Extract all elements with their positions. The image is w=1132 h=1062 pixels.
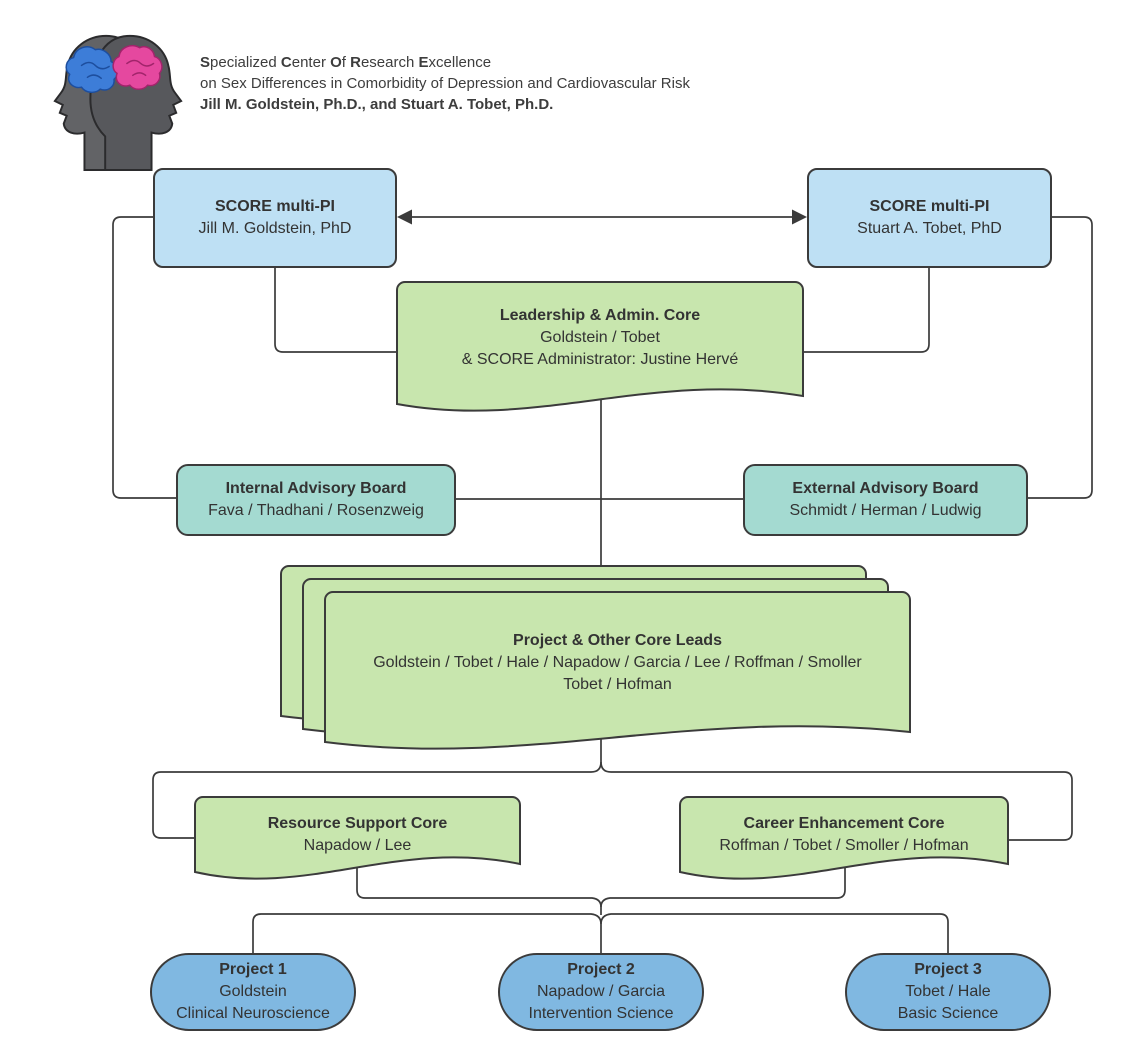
connector-pileft-leadership — [274, 268, 397, 353]
node-title: Project & Other Core Leads — [513, 632, 722, 649]
node-line2: Goldstein / Tobet — [540, 329, 660, 346]
pink-brain-gyri — [126, 59, 155, 77]
node-title: Resource Support Core — [267, 815, 448, 832]
node-line3: Tobet / Hofman — [563, 676, 672, 693]
node-title: Career Enhancement Core — [743, 815, 945, 832]
header-line-2: on Sex Differences in Comorbidity of Dep… — [200, 75, 690, 92]
node-title: SCORE multi-PI — [869, 198, 990, 215]
node-subtitle: Napadow / Lee — [303, 837, 412, 854]
node-project-other-core-leads: Project & Other Core Leads Goldstein / T… — [325, 630, 910, 696]
connector-split-resource — [152, 761, 602, 839]
node-subtitle: Schmidt / Herman / Ludwig — [789, 502, 982, 519]
node-project-1: Project 1 Goldstein Clinical Neuroscienc… — [150, 953, 356, 1031]
node-subtitle: Stuart A. Tobet, PhD — [857, 220, 1002, 237]
node-title: External Advisory Board — [792, 480, 979, 497]
node-line3: Intervention Science — [528, 1005, 674, 1022]
resource-core-shape — [194, 796, 521, 880]
blue-brain-gyri — [80, 61, 110, 80]
pink-brain-icon — [112, 45, 163, 90]
arrowhead-right — [792, 209, 807, 225]
node-career-enhancement-core: Career Enhancement Core Roffman / Tobet … — [680, 813, 1008, 857]
arrowhead-left — [397, 209, 412, 225]
connector-career-merge — [600, 868, 846, 908]
leadership-core-shape — [396, 281, 804, 412]
node-project-2: Project 2 Napadow / Garcia Intervention … — [498, 953, 704, 1031]
node-line3: & SCORE Administrator: Justine Hervé — [461, 351, 739, 368]
node-title: Project 1 — [219, 961, 287, 978]
node-leadership-admin-core: Leadership & Admin. Core Goldstein / Tob… — [397, 305, 803, 371]
connector-pileft-internal-board — [112, 216, 176, 499]
career-core-shape — [679, 796, 1009, 880]
node-line3: Basic Science — [897, 1005, 999, 1022]
connector-row-project1 — [252, 913, 602, 955]
node-resource-support-core: Resource Support Core Napadow / Lee — [195, 813, 520, 857]
node-subtitle: Jill M. Goldstein, PhD — [198, 220, 352, 237]
header-line-1: Specialized Center Of Research Excellenc… — [200, 54, 492, 71]
node-internal-advisory-board: Internal Advisory Board Fava / Thadhani … — [176, 464, 456, 536]
node-title: Internal Advisory Board — [225, 480, 407, 497]
node-title: Project 3 — [914, 961, 982, 978]
node-title: Leadership & Admin. Core — [499, 307, 701, 324]
two-heads-brain-logo — [53, 34, 183, 172]
node-project-3: Project 3 Tobet / Hale Basic Science — [845, 953, 1051, 1031]
connector-row-project3 — [600, 913, 949, 955]
connector-piright-leadership — [803, 268, 930, 353]
node-line2: Tobet / Hale — [905, 983, 991, 1000]
node-subtitle: Fava / Thadhani / Rosenzweig — [208, 502, 424, 519]
connector-split-career — [600, 761, 1073, 841]
connector-resource-merge — [356, 868, 602, 915]
blue-brain-icon — [65, 46, 119, 93]
header-line-3: Jill M. Goldstein, Ph.D., and Stuart A. … — [200, 96, 554, 113]
connector-piright-external-board — [1028, 216, 1093, 499]
node-line2: Goldstein / Tobet / Hale / Napadow / Gar… — [373, 654, 862, 671]
node-subtitle: Roffman / Tobet / Smoller / Hofman — [719, 837, 969, 854]
node-title: Project 2 — [567, 961, 635, 978]
node-line2: Napadow / Garcia — [536, 983, 666, 1000]
node-external-advisory-board: External Advisory Board Schmidt / Herman… — [743, 464, 1028, 536]
node-score-pi-right: SCORE multi-PI Stuart A. Tobet, PhD — [807, 168, 1052, 268]
header-block: Specialized Center Of Research Excellenc… — [200, 52, 690, 115]
node-line2: Goldstein — [219, 983, 287, 1000]
node-title: SCORE multi-PI — [214, 198, 335, 215]
node-score-pi-left: SCORE multi-PI Jill M. Goldstein, PhD — [153, 168, 397, 268]
core-leads-stack-sheet-front — [324, 591, 911, 750]
node-line3: Clinical Neuroscience — [176, 1005, 330, 1022]
